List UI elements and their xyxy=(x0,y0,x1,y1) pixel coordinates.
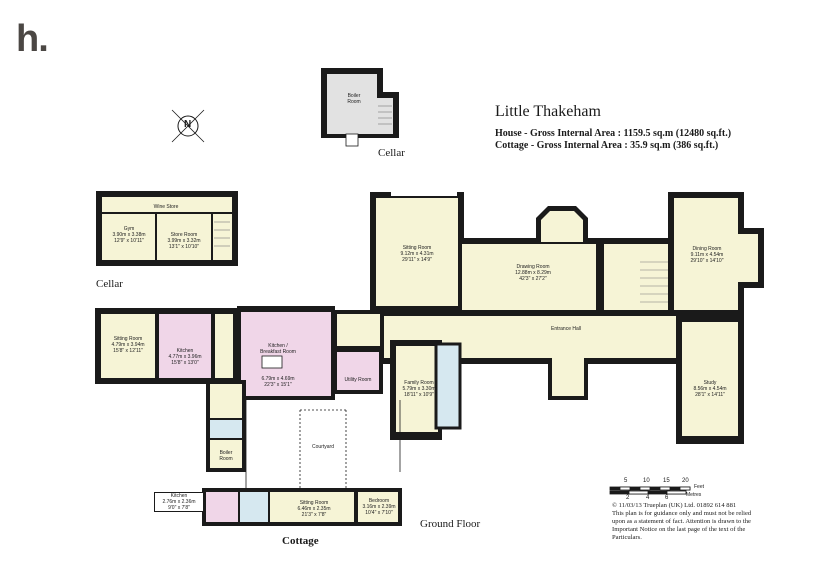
room-label-courtyard: Courtyard xyxy=(312,444,334,450)
legal-notice: © 11/03/13 Trueplan (UK) Ltd. 01892 614 … xyxy=(612,502,824,542)
compass-rose xyxy=(171,109,205,143)
scale-metres-tick: 2 xyxy=(626,495,630,501)
notice-line: This plan is for guidance only and must … xyxy=(612,510,752,517)
room-label-drawing: Drawing Room 12.88m x 8.29m 42'3" x 27'2… xyxy=(515,264,551,282)
cottage-label: Cottage xyxy=(282,535,319,547)
room-label-boiler-ground: Boiler Room xyxy=(219,450,233,462)
scale-metres-tick: 6 xyxy=(665,495,669,501)
scale-metres-label: Metres xyxy=(686,492,702,498)
scale-bar xyxy=(609,486,691,495)
room-label-kitchen-cottage: Kitchen 2.76m x 2.36m 9'0" x 7'8" xyxy=(154,492,204,512)
cellar-top-label: Cellar xyxy=(378,147,405,159)
room-label-boiler-cellar: Boiler Room xyxy=(347,93,361,105)
cottage-plan xyxy=(202,488,402,526)
ground-floor-label: Ground Floor xyxy=(420,518,481,530)
scale-metres-tick: 4 xyxy=(646,495,650,501)
room-label-sitting-main: Sitting Room 9.12m x 4.31m 29'11" x 14'9… xyxy=(400,245,434,263)
cellar-top-plan xyxy=(321,68,399,147)
notice-line: © 11/03/13 Trueplan (UK) Ltd. 01892 614 … xyxy=(612,502,737,509)
room-label-kitchen-breakfast-dims: 6.79m x 4.69m 22'3" x 15'1" xyxy=(261,376,295,388)
house-area: House - Gross Internal Area : 1159.5 sq.… xyxy=(495,128,732,139)
notice-line: Important Notice on the last page of the… xyxy=(612,526,746,533)
scale-feet-label: Feet xyxy=(694,484,705,490)
room-label-store-room: Store Room 3.99m x 3.32m 13'1" x 10'10" xyxy=(167,232,201,250)
cellar-left-label: Cellar xyxy=(96,278,123,290)
room-label-family: Family Room 5.79m x 3.30m 18'11" x 10'9" xyxy=(402,380,436,398)
room-label-bedroom-cottage: Bedroom 3.16m x 2.39m 10'4" x 7'10" xyxy=(362,498,396,516)
scale-feet-tick: 5 xyxy=(624,478,628,484)
room-label-entrance-hall: Entrance Hall xyxy=(550,326,581,332)
room-label-dining: Dining Room 9.11m x 4.54m 29'10" x 14'10… xyxy=(690,246,724,264)
room-label-gym: Gym 3.90m x 3.38m 12'9" x 10'11" xyxy=(112,226,146,244)
scale-feet-tick: 10 xyxy=(643,478,650,484)
property-title: Little Thakeham xyxy=(495,103,601,120)
room-label-utility: Utility Room xyxy=(344,377,372,383)
scale-feet-tick: 15 xyxy=(663,478,670,484)
house-plan xyxy=(95,192,764,490)
room-label-study: Study 8.56m x 4.54m 28'1" x 14'11" xyxy=(693,380,727,398)
cottage-area: Cottage - Gross Internal Area : 35.9 sq.… xyxy=(495,140,719,151)
room-label-sitting-cottage: Sitting Room 6.46m x 2.35m 21'3" x 7'8" xyxy=(297,500,331,518)
brand-logo: h. xyxy=(16,18,49,60)
compass-label: N xyxy=(184,119,192,130)
notice-line: Particulars. xyxy=(612,534,642,541)
room-label-kitchen-breakfast: Kitchen / Breakfast Room xyxy=(260,343,296,355)
room-label-kitchen-left: Kitchen 4.77m x 3.96m 15'8" x 13'0" xyxy=(168,348,202,366)
cellar-left-plan xyxy=(96,191,238,266)
notice-line: upon as a statement of fact. Attention i… xyxy=(612,518,751,525)
scale-feet-tick: 20 xyxy=(682,478,689,484)
room-label-wine-store: Wine Store xyxy=(153,204,179,210)
room-label-sitting-left: Sitting Room 4.79m x 3.94m 15'8" x 12'11… xyxy=(111,336,145,354)
